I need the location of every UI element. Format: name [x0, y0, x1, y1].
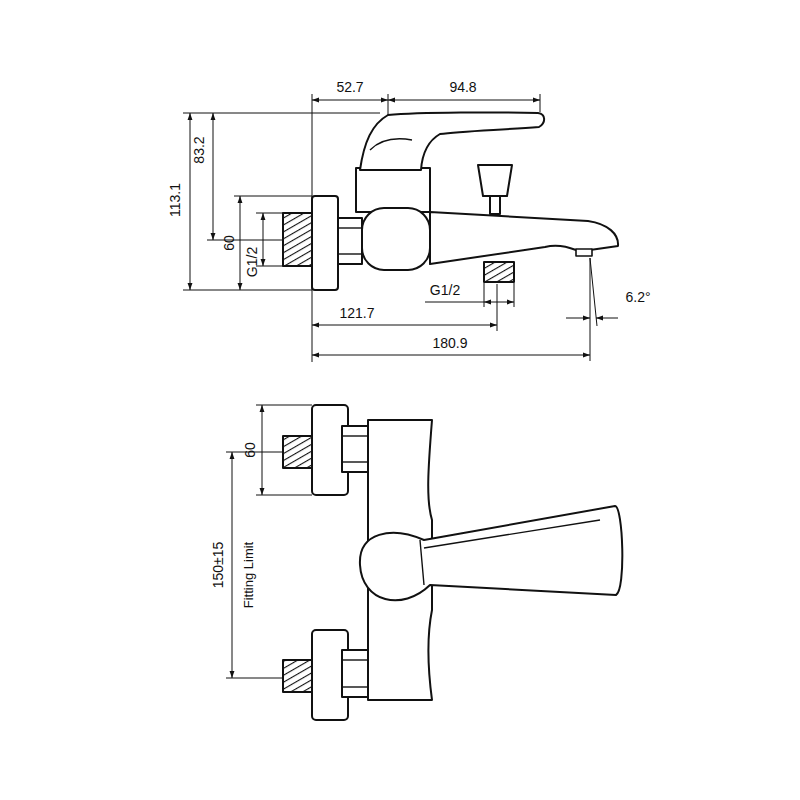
dimension-label: G1/2: [430, 283, 460, 297]
dimension-label: Fitting Limit: [242, 542, 255, 608]
dimension-label: 121.7: [339, 306, 374, 320]
dimension-label: 60: [243, 442, 257, 458]
dimension-label: 150±15: [211, 542, 225, 589]
dimension-label: G1/2: [245, 247, 259, 277]
dimension-label: 60: [222, 235, 236, 251]
dimension-label: 180.9: [432, 336, 467, 350]
dimension-label: 83.2: [192, 136, 206, 163]
dimension-label: 94.8: [449, 80, 476, 94]
dimension-label: 6.2°: [625, 290, 650, 304]
dimension-label: 52.7: [336, 80, 363, 94]
dimension-label: 113.1: [168, 183, 182, 217]
tap-outline: [283, 112, 622, 720]
